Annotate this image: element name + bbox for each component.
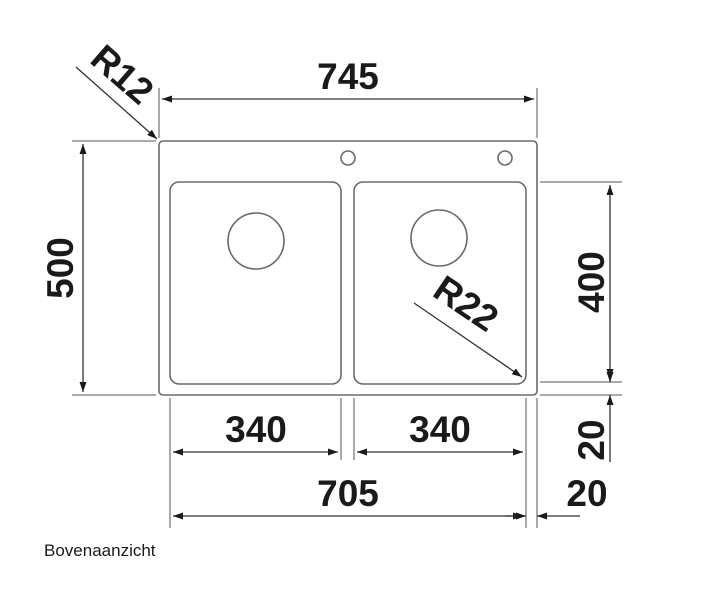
dim-text-20-horizontal: 20	[566, 473, 607, 514]
right-drain	[410, 209, 468, 267]
sink-outline	[158, 140, 538, 396]
tap-hole-left	[340, 150, 356, 166]
left-bowl	[169, 181, 342, 385]
dim-text-400: 400	[571, 251, 612, 313]
dim-text-340-left: 340	[225, 409, 287, 450]
view-caption: Bovenaanzicht	[44, 541, 156, 560]
leader-r12	[75, 66, 158, 140]
right-bowl	[353, 181, 527, 385]
dim-text-r12: R12	[83, 37, 161, 112]
dim-text-20-vertical: 20	[571, 419, 612, 460]
dim-text-340-right: 340	[409, 409, 471, 450]
dim-text-r22: R22	[426, 268, 505, 340]
dim-text-705: 705	[317, 473, 379, 514]
extension-lines	[72, 88, 622, 528]
leader-r22	[413, 302, 523, 378]
dim-text-745: 745	[317, 56, 379, 97]
dim-text-500: 500	[40, 237, 81, 299]
tap-hole-right	[497, 150, 513, 166]
left-drain	[227, 212, 285, 270]
